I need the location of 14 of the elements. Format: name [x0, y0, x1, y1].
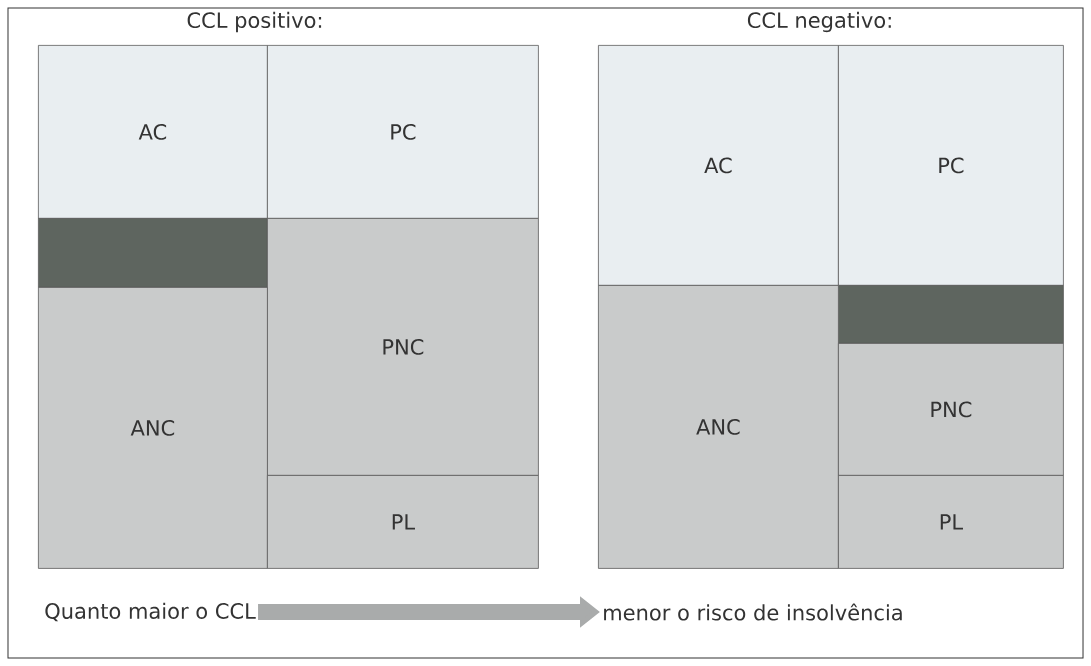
cell: PL — [838, 475, 1064, 569]
cell: PL — [267, 475, 539, 569]
cell: PC — [838, 45, 1064, 286]
cell: AC — [598, 45, 839, 286]
filled-bar — [38, 218, 268, 288]
panel-title: CCL negativo: — [747, 11, 891, 33]
panel-title: CCL positivo: — [187, 11, 322, 33]
cell: AC — [38, 45, 268, 219]
caption-text: Quanto maior o CCL — [45, 602, 256, 622]
cell: PNC — [838, 343, 1064, 476]
cell: ANC — [38, 287, 268, 569]
caption-text: menor o risco de insolvência — [604, 603, 902, 621]
cell: PC — [267, 45, 539, 219]
filled-bar — [838, 285, 1064, 344]
